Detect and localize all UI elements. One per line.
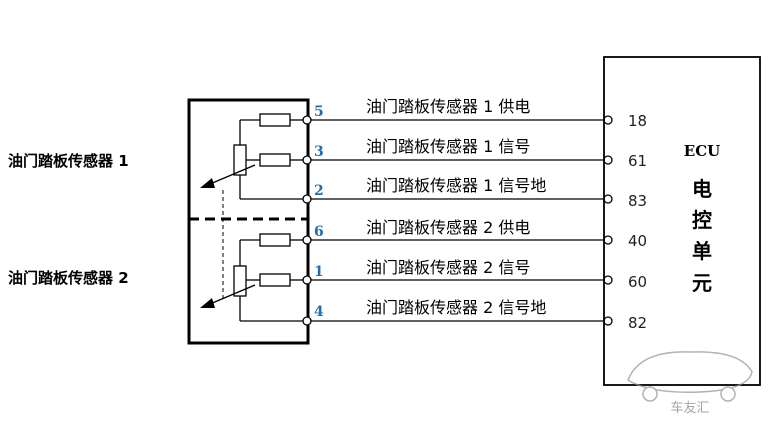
ecu-terminal xyxy=(603,115,613,125)
wire-label: 油门踏板传感器 2 信号 xyxy=(366,258,530,277)
sensor-2-terminal-4 xyxy=(302,316,312,326)
ecu-pin-number: 60 xyxy=(628,273,647,291)
ecu-pin-number: 40 xyxy=(628,232,647,250)
ecu-terminal xyxy=(603,235,613,245)
ecu-pin-number: 18 xyxy=(628,112,647,130)
sensor-2-resistor-top xyxy=(259,233,291,247)
wire-label: 油门踏板传感器 2 信号地 xyxy=(366,298,546,317)
wire-label: 油门踏板传感器 1 信号 xyxy=(366,137,530,156)
left-pin-number: 1 xyxy=(314,264,324,280)
wire-label: 油门踏板传感器 1 供电 xyxy=(366,97,530,116)
ecu-pin-number: 83 xyxy=(628,192,647,210)
wire-label: 油门踏板传感器 1 信号地 xyxy=(366,176,546,195)
ecu-char-1: 电 xyxy=(692,177,712,201)
left-pin-number: 4 xyxy=(314,304,324,320)
wire-2: 3 油门踏板传感器 1 信号 61 xyxy=(311,137,647,170)
ecu-pin-number: 61 xyxy=(628,152,647,170)
car-outline-icon xyxy=(627,351,753,393)
ecu-terminal xyxy=(603,275,613,285)
ecu-terminal xyxy=(603,194,613,204)
sensor-2-label: 油门踏板传感器 2 xyxy=(8,269,129,287)
ecu-pin-number: 82 xyxy=(628,314,647,332)
left-pin-number: 3 xyxy=(314,144,324,160)
sensor-2-terminal-6 xyxy=(302,235,312,245)
sensor-1-wiper-arrow xyxy=(200,178,215,188)
wire-label: 油门踏板传感器 2 供电 xyxy=(366,218,530,237)
ecu-terminal xyxy=(603,316,613,326)
ecu-char-4: 元 xyxy=(692,271,712,295)
wire-1: 5 油门踏板传感器 1 供电 18 xyxy=(311,97,647,130)
sensor-1-terminal-5 xyxy=(302,115,312,125)
sensor-housing xyxy=(187,98,310,345)
wire-5: 1 油门踏板传感器 2 信号 60 xyxy=(311,258,647,291)
sensor-1-terminal-3 xyxy=(302,155,312,165)
wire-3: 2 油门踏板传感器 1 信号地 83 xyxy=(311,176,647,210)
sensor-1-resistor-wiper xyxy=(259,153,291,167)
watermark-text: 车友汇 xyxy=(670,400,709,416)
wheel-icon xyxy=(642,386,658,402)
sensor-1-resistor-top xyxy=(259,113,291,127)
left-pin-number: 6 xyxy=(314,224,324,240)
ecu-char-2: 控 xyxy=(692,208,712,232)
ecu-title: ECU xyxy=(684,142,720,160)
sensor-1-potentiometer xyxy=(233,144,247,176)
left-pin-number: 5 xyxy=(314,104,324,120)
watermark-logo: 车友汇 xyxy=(627,351,753,416)
wire-6: 4 油门踏板传感器 2 信号地 82 xyxy=(311,298,647,332)
sensor-1-circuit xyxy=(200,113,312,204)
sensor-2-circuit xyxy=(200,233,312,326)
sensor-2-terminal-1 xyxy=(302,275,312,285)
wheel-icon xyxy=(720,386,736,402)
ecu-terminal xyxy=(603,155,613,165)
sensor-2-resistor-wiper xyxy=(259,273,291,287)
sensor-1-terminal-2 xyxy=(302,194,312,204)
sensor-2-wiper-arrow xyxy=(200,298,215,308)
left-pin-number: 2 xyxy=(314,183,324,199)
ecu-char-3: 单 xyxy=(692,239,712,263)
ecu-box xyxy=(603,56,761,386)
wire-4: 6 油门踏板传感器 2 供电 40 xyxy=(311,218,647,250)
sensor-1-label: 油门踏板传感器 1 xyxy=(8,152,129,170)
